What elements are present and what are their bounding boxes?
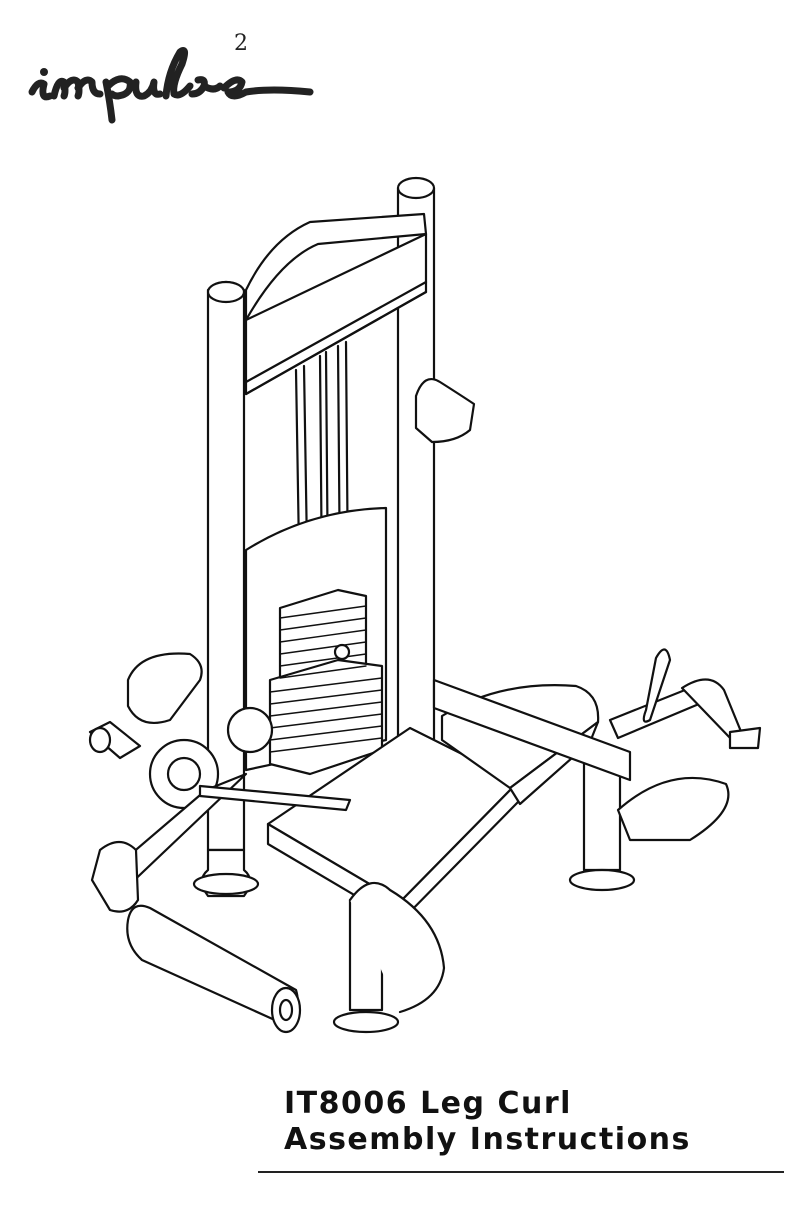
title-underline-divider: [258, 1171, 784, 1173]
document-title: IT8006 Leg Curl Assembly Instructions: [284, 1086, 794, 1158]
title-line-model: IT8006 Leg Curl: [284, 1086, 794, 1122]
leg-curl-machine-illustration: [70, 160, 770, 1060]
title-line-subtitle: Assembly Instructions: [284, 1122, 794, 1158]
brand-logo: 2: [20, 22, 320, 132]
svg-text:2: 2: [234, 31, 248, 56]
